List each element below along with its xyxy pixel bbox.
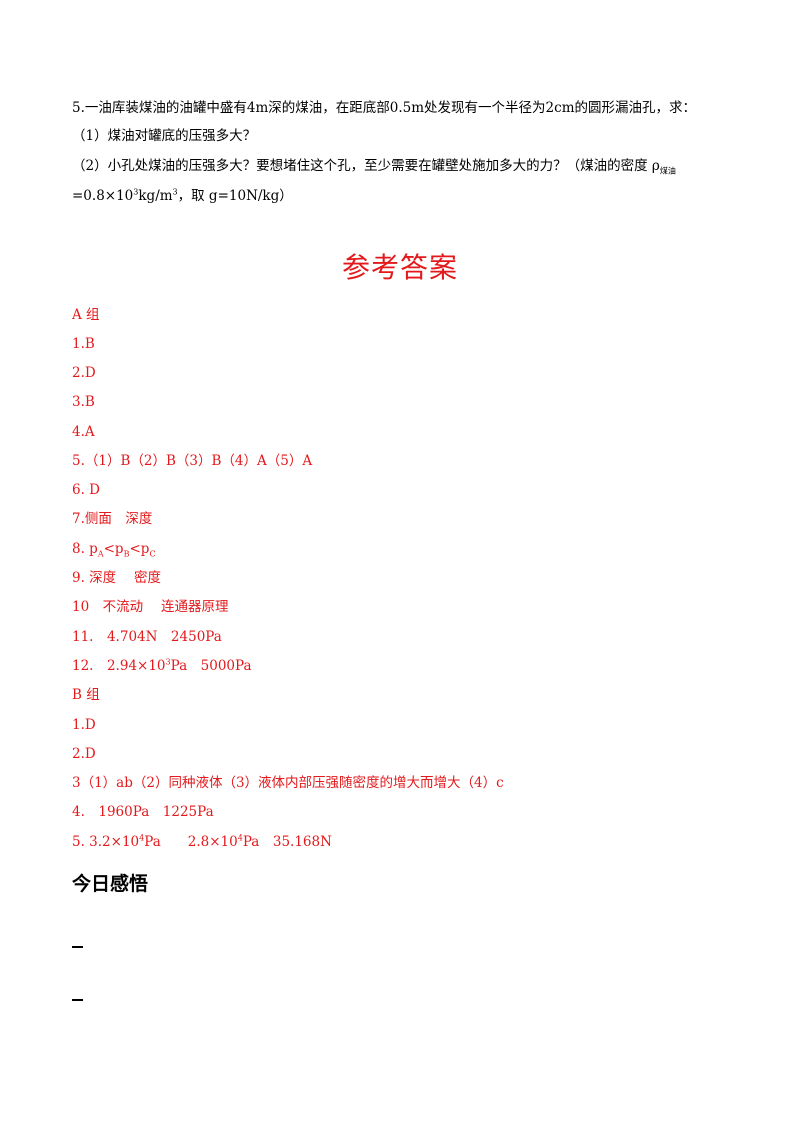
answer-a2: 2.D — [72, 365, 96, 381]
pressure-value-1: 5. 3.2×10 — [72, 834, 140, 850]
question-part-2: （2）小孔处煤油的压强多大？要想堵住这个孔，至少需要在罐壁处施加多大的力？（煤油… — [72, 156, 676, 176]
question-part-1: （1）煤油对罐底的压强多大？ — [72, 128, 257, 144]
pressure-symbol: 8. p — [72, 541, 98, 557]
gravity-value: ，取 g=10N/kg） — [177, 188, 293, 204]
answer-a3: 3.B — [72, 394, 95, 410]
unit-exponent: 3 — [172, 187, 178, 197]
answer-b5: 5. 3.2×104Pa 2.8×104Pa 35.168N — [72, 833, 332, 851]
subscript-b: B — [123, 549, 130, 559]
pressure-value-2: Pa 2.8×10 — [144, 834, 238, 850]
exponent: 3 — [165, 657, 171, 667]
answer-a1: 1.B — [72, 336, 95, 352]
answer-a6: 6. D — [72, 482, 100, 498]
answer-a7: 7.侧面 深度 — [72, 511, 153, 527]
question-line-1: 5.一油库装煤油的油罐中盛有4m深的煤油，在距底部0.5m处发现有一个半径为2c… — [72, 100, 696, 116]
density-unit: kg/m — [138, 188, 173, 204]
pressure-value-2: Pa 5000Pa — [170, 658, 252, 674]
answer-a8: 8. pA<pB<pC — [72, 540, 156, 558]
answer-b2: 2.D — [72, 746, 96, 762]
answer-a4: 4.A — [72, 424, 95, 440]
density-subscript: 煤油 — [659, 166, 676, 176]
answer-a12: 12. 2.94×103Pa 5000Pa — [72, 657, 252, 675]
group-a-heading: A 组 — [72, 307, 100, 323]
reflection-heading: 今日感悟 — [72, 873, 149, 895]
pressure-value-1: 12. 2.94×10 — [72, 658, 166, 674]
blank-line-1 — [72, 946, 83, 948]
density-value: =0.8×10 — [72, 188, 134, 204]
answer-b1: 1.D — [72, 717, 96, 733]
exponent: 4 — [139, 833, 145, 843]
subscript-c: C — [149, 549, 156, 559]
exponent: 3 — [133, 187, 139, 197]
force-value: Pa 35.168N — [242, 834, 332, 850]
question-part-2-text: （2）小孔处煤油的压强多大？要想堵住这个孔，至少需要在罐壁处施加多大的力？（煤油… — [72, 158, 660, 174]
answer-b3: 3（1）ab（2）同种液体（3）液体内部压强随密度的增大而增大（4）c — [72, 775, 504, 791]
less-than-1: <p — [103, 541, 124, 557]
less-than-2: <p — [129, 541, 150, 557]
exponent: 4 — [237, 833, 243, 843]
answer-a10: 10 不流动 连通器原理 — [72, 599, 229, 615]
subscript-a: A — [97, 549, 104, 559]
answer-b4: 4. 1960Pa 1225Pa — [72, 804, 214, 820]
blank-line-2 — [72, 999, 83, 1001]
answer-a11: 11. 4.704N 2450Pa — [72, 629, 222, 645]
answer-a5: 5.（1）B（2）B（3）B（4）A（5）A — [72, 453, 313, 469]
answer-a9: 9. 深度 密度 — [72, 570, 161, 586]
group-b-heading: B 组 — [72, 687, 100, 703]
question-given-values: =0.8×103kg/m3，取 g=10N/kg） — [72, 186, 293, 206]
answers-title: 参考答案 — [341, 251, 458, 284]
